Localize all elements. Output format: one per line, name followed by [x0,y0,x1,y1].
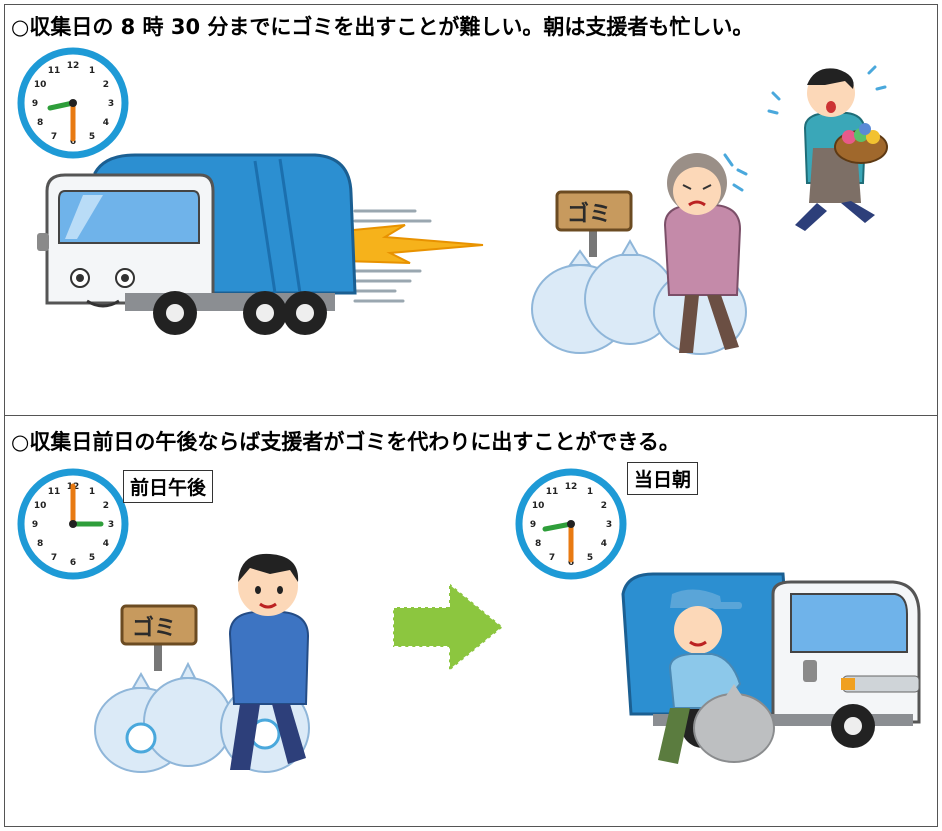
garbage-sign-icon [120,604,198,671]
clock-number: 4 [103,539,109,549]
garbage-sign-icon [555,190,633,257]
top-panel: ○収集日の 8 時 30 分までにゴミを出すことが難しい。朝は支援者も忙しい。 … [4,4,938,416]
clock-number: 11 [48,66,61,76]
top-heading: ○収集日の 8 時 30 分までにゴミを出すことが難しい。朝は支援者も忙しい。 [11,15,754,39]
clock-number: 7 [51,132,57,142]
previous-afternoon-label: 前日午後 [123,470,214,503]
clock-number: 9 [32,99,38,109]
clock-number: 12 [67,61,80,71]
elderly-person-icon [663,153,742,353]
clock-number: 11 [546,487,559,497]
clock-number: 3 [108,520,114,530]
clock-number: 9 [530,520,536,530]
clock-number: 1 [89,487,95,497]
clock-number: 10 [34,501,47,511]
collection-day-morning-label: 当日朝 [627,462,699,495]
clock-number: 8 [535,539,541,549]
clock-number: 5 [89,553,95,563]
garbage-sign-label: ゴミ [567,202,612,227]
clock-number: 3 [606,520,612,530]
clock-number: 2 [103,501,109,511]
clock-number: 10 [34,80,47,90]
clock-number: 11 [48,487,61,497]
clock-number: 10 [532,501,545,511]
busy-helper-icon [767,65,888,231]
clock-number: 6 [568,558,574,568]
clock-number: 7 [51,553,57,563]
clock-number: 8 [37,539,43,549]
garbage-sign-label: ゴミ [132,616,177,641]
arrow-right-icon [392,580,505,674]
clock-number: 1 [587,487,593,497]
bottom-heading: ○収集日前日の午後ならば支援者がゴミを代わりに出すことができる。 [11,430,680,454]
clock-number: 4 [103,118,109,128]
clock-number: 9 [32,520,38,530]
clock-number: 1 [89,66,95,76]
collection-worker-icon [658,589,775,764]
clock-number: 5 [89,132,95,142]
clock-number: 7 [549,553,555,563]
clock-number: 4 [601,539,607,549]
clock-number: 6 [70,558,76,568]
clock-number: 2 [601,501,607,511]
clock-number: 2 [103,80,109,90]
clock-number: 6 [70,137,76,147]
clock-number: 3 [108,99,114,109]
bottom-panel: ○収集日前日の午後ならば支援者がゴミを代わりに出すことができる。 1212345… [4,415,938,827]
sweat-drops-icon [723,153,748,192]
clock-number: 12 [565,482,578,492]
helper-carrying-garbage-icon [228,553,310,770]
garbage-truck-icon [37,153,484,335]
clock-number: 8 [37,118,43,128]
clock-number: 5 [587,553,593,563]
